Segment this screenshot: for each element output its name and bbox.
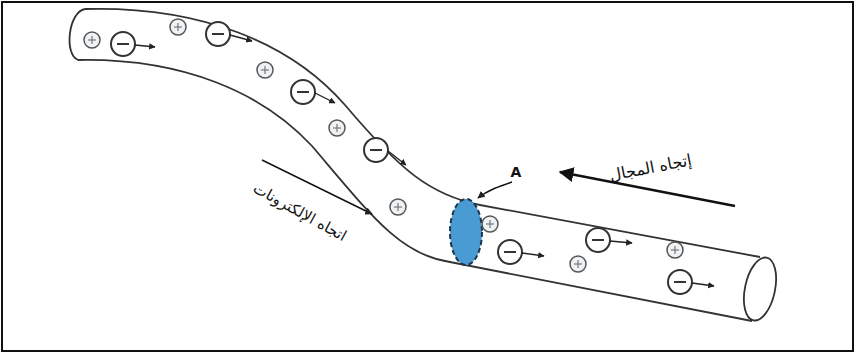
ion: [667, 242, 683, 258]
ion: [84, 32, 100, 48]
electron: [364, 138, 388, 162]
velocity-arrow: [315, 93, 335, 103]
plus-sign: [397, 203, 398, 211]
plus-sign: [264, 66, 265, 74]
velocity-arrow: [135, 45, 155, 47]
velocity-arrow: [610, 241, 632, 243]
ion: [482, 216, 498, 232]
electron: [586, 228, 610, 252]
minus-sign: [674, 281, 686, 283]
minus-sign: [592, 239, 604, 241]
ion: [170, 19, 186, 35]
ion: [329, 120, 345, 136]
ion: [257, 62, 273, 78]
wire-end: [739, 255, 782, 324]
wire-end: [70, 9, 85, 60]
electron: [291, 80, 315, 104]
minus-sign: [212, 33, 224, 35]
electron: [668, 270, 692, 294]
velocity-arrow: [522, 253, 544, 256]
velocity-arrow: [692, 283, 714, 286]
plus-sign: [91, 36, 92, 44]
electron: [206, 22, 230, 46]
plus-sign: [674, 246, 675, 254]
plus-sign: [177, 23, 178, 31]
plus-sign: [489, 220, 490, 228]
velocity-arrow: [388, 151, 406, 165]
electron: [111, 32, 135, 56]
plus-sign: [336, 124, 337, 132]
minus-sign: [504, 251, 516, 253]
minus-sign: [117, 43, 129, 45]
ion: [390, 199, 406, 215]
section-label: A: [511, 164, 522, 180]
wire-edge: [85, 9, 760, 257]
ion: [570, 256, 586, 272]
leader-line: [478, 182, 512, 198]
electron: [498, 240, 522, 264]
minus-sign: [297, 91, 309, 93]
velocity-arrow: [230, 35, 252, 41]
plus-sign: [577, 260, 578, 268]
minus-sign: [370, 149, 382, 151]
cross-section: [450, 199, 482, 265]
wire-edge: [78, 60, 752, 321]
